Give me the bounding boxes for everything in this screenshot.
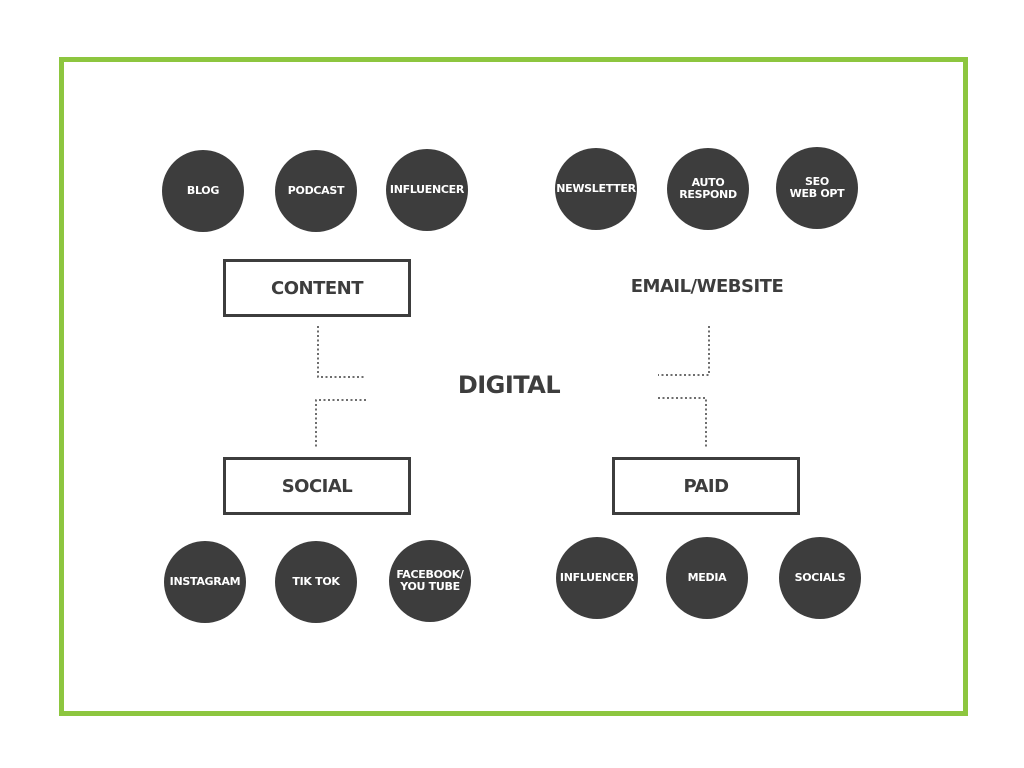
- social-item-instagram: INSTAGRAM: [164, 541, 246, 623]
- paid-item-influencer: INFLUENCER: [556, 537, 638, 619]
- social-item-tik-tok: TIK TOK: [275, 541, 357, 623]
- social-box: SOCIAL: [223, 457, 411, 515]
- email-website-label: EMAIL/WEBSITE: [630, 276, 784, 297]
- email-item-seo-web-opt: SEO WEB OPT: [776, 147, 858, 229]
- paid-item-media: MEDIA: [666, 537, 748, 619]
- email-item-newsletter: NEWSLETTER: [555, 148, 637, 230]
- connector-social: [315, 399, 366, 448]
- content-item-influencer: INFLUENCER: [386, 149, 468, 231]
- connector-content: [317, 326, 366, 378]
- connector-paid: [658, 397, 707, 448]
- content-item-podcast: PODCAST: [275, 150, 357, 232]
- content-box: CONTENT: [223, 259, 411, 317]
- email-item-auto-respond: AUTO RESPOND: [667, 148, 749, 230]
- paid-box: PAID: [612, 457, 800, 515]
- connector-email-website: [658, 326, 710, 376]
- content-item-blog: BLOG: [162, 150, 244, 232]
- diagram-frame: [59, 57, 968, 716]
- center-title: DIGITAL: [457, 371, 561, 399]
- social-item-facebook-youtube: FACEBOOK/ YOU TUBE: [389, 540, 471, 622]
- paid-item-socials: SOCIALS: [779, 537, 861, 619]
